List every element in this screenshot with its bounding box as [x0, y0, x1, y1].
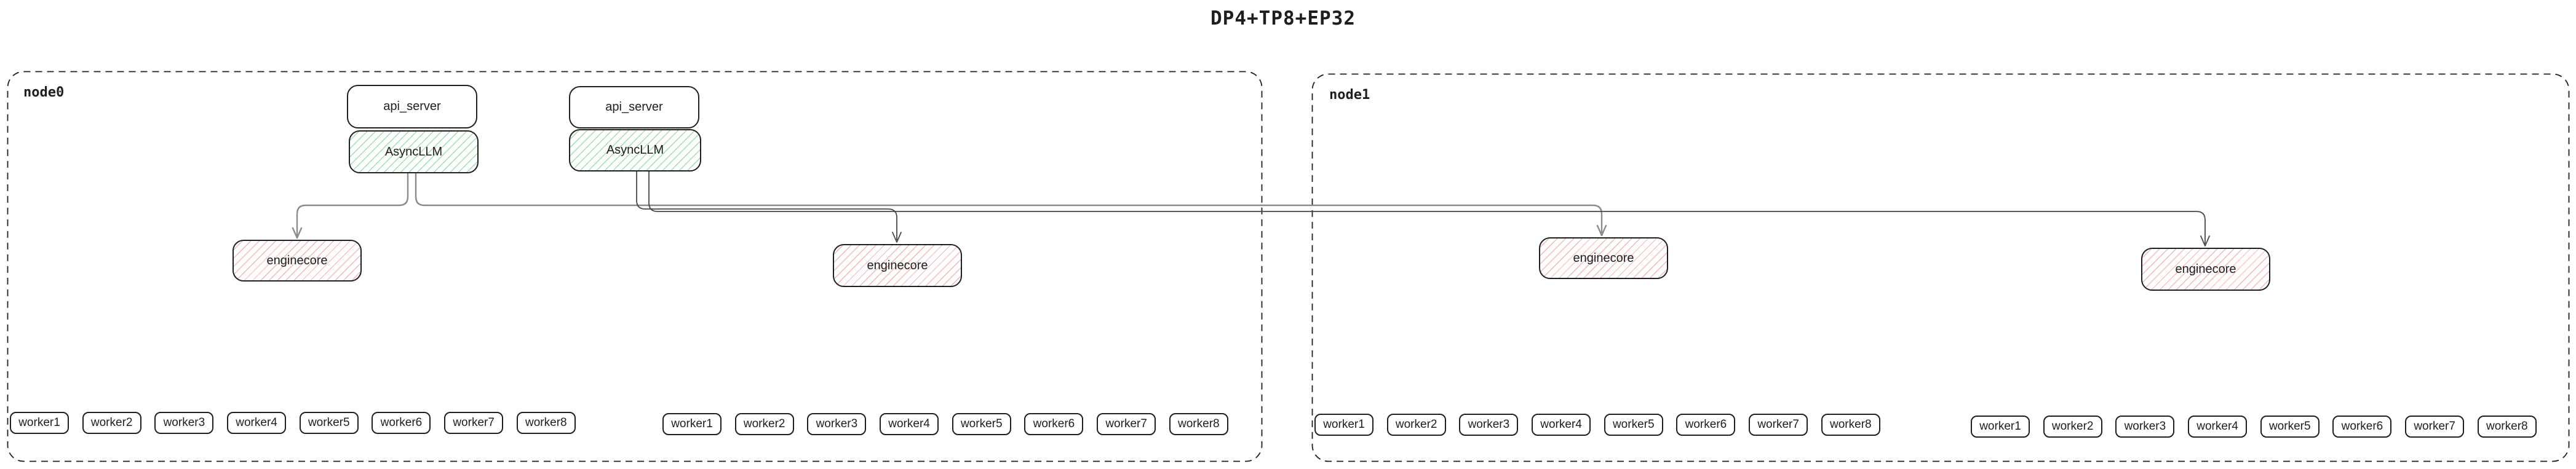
- worker-chip: worker4: [227, 412, 287, 434]
- worker-chip: worker3: [807, 413, 867, 435]
- worker-chip: worker1: [662, 413, 722, 435]
- worker-chip: worker1: [1314, 414, 1373, 436]
- worker-chip: worker6: [2332, 416, 2392, 438]
- worker-chip: worker2: [82, 412, 141, 434]
- worker-chip: worker4: [880, 413, 939, 435]
- enginecore-box: enginecore: [833, 244, 962, 287]
- arrowhead-enginecore3: [1596, 224, 1607, 237]
- asyncllm-box: AsyncLLM: [569, 129, 701, 171]
- arrow-asyncllm2-to-enginecore4: [648, 171, 2206, 244]
- worker-row: worker1 worker2 worker3 worker4 worker5 worke…: [1971, 416, 2537, 438]
- worker-chip: worker1: [10, 412, 69, 434]
- worker-chip: worker5: [952, 413, 1011, 435]
- worker-chip: worker3: [1459, 414, 1519, 436]
- worker-chip: worker2: [734, 413, 794, 435]
- worker-chip: worker3: [154, 412, 214, 434]
- worker-chip: worker7: [1097, 413, 1156, 435]
- worker-chip: worker5: [1604, 414, 1663, 436]
- worker-chip: worker5: [299, 412, 359, 434]
- arrowhead-enginecore1: [292, 227, 303, 239]
- node0-border: [7, 71, 1263, 462]
- worker-chip: worker2: [2043, 416, 2102, 438]
- worker-chip: worker4: [2188, 416, 2248, 438]
- worker-chip: worker4: [1532, 414, 1591, 436]
- worker-chip: worker7: [444, 412, 504, 434]
- worker-row: worker1 worker2 worker3 worker4 worker5 worke…: [10, 412, 576, 434]
- worker-chip: worker8: [1821, 414, 1880, 436]
- asyncllm-box: AsyncLLM: [349, 130, 479, 173]
- enginecore-box: enginecore: [1539, 237, 1668, 279]
- api-server-box: api_server: [347, 85, 477, 128]
- worker-chip: worker7: [1749, 414, 1808, 436]
- worker-chip: worker8: [1169, 413, 1228, 435]
- enginecore-box: enginecore: [233, 240, 362, 282]
- worker-row: worker1 worker2 worker3 worker4 worker5 worke…: [662, 413, 1228, 435]
- arrowhead-enginecore2: [892, 232, 902, 243]
- node1-border: [1311, 73, 2570, 462]
- node-container-node0: node0 api_server AsyncLLM api_server Asy…: [7, 71, 1262, 462]
- worker-row: worker1 worker2 worker3 worker4 worker5 worke…: [1314, 414, 1880, 436]
- worker-chip: worker5: [2260, 416, 2320, 438]
- worker-chip: worker8: [2477, 416, 2537, 438]
- node-label: node1: [1329, 87, 1370, 103]
- worker-chip: worker8: [516, 412, 576, 434]
- worker-chip: worker1: [1971, 416, 2030, 438]
- node-label: node0: [23, 85, 65, 100]
- api-server-box: api_server: [569, 86, 699, 128]
- worker-chip: worker6: [1676, 414, 1736, 436]
- arrow-asyncllm1-to-enginecore3: [415, 172, 1603, 234]
- worker-chip: worker3: [2115, 416, 2175, 438]
- worker-chip: worker6: [372, 412, 431, 434]
- arrowhead-enginecore4: [2200, 235, 2210, 246]
- enginecore-box: enginecore: [2141, 248, 2270, 291]
- worker-chip: worker6: [1024, 413, 1084, 435]
- arrow-asyncllm2-to-enginecore2: [636, 171, 897, 240]
- worker-chip: worker7: [2405, 416, 2465, 438]
- arrow-asyncllm1-to-enginecore1: [296, 172, 409, 237]
- diagram-title: DP4+TP8+EP32: [1210, 7, 1356, 30]
- worker-chip: worker2: [1386, 414, 1446, 436]
